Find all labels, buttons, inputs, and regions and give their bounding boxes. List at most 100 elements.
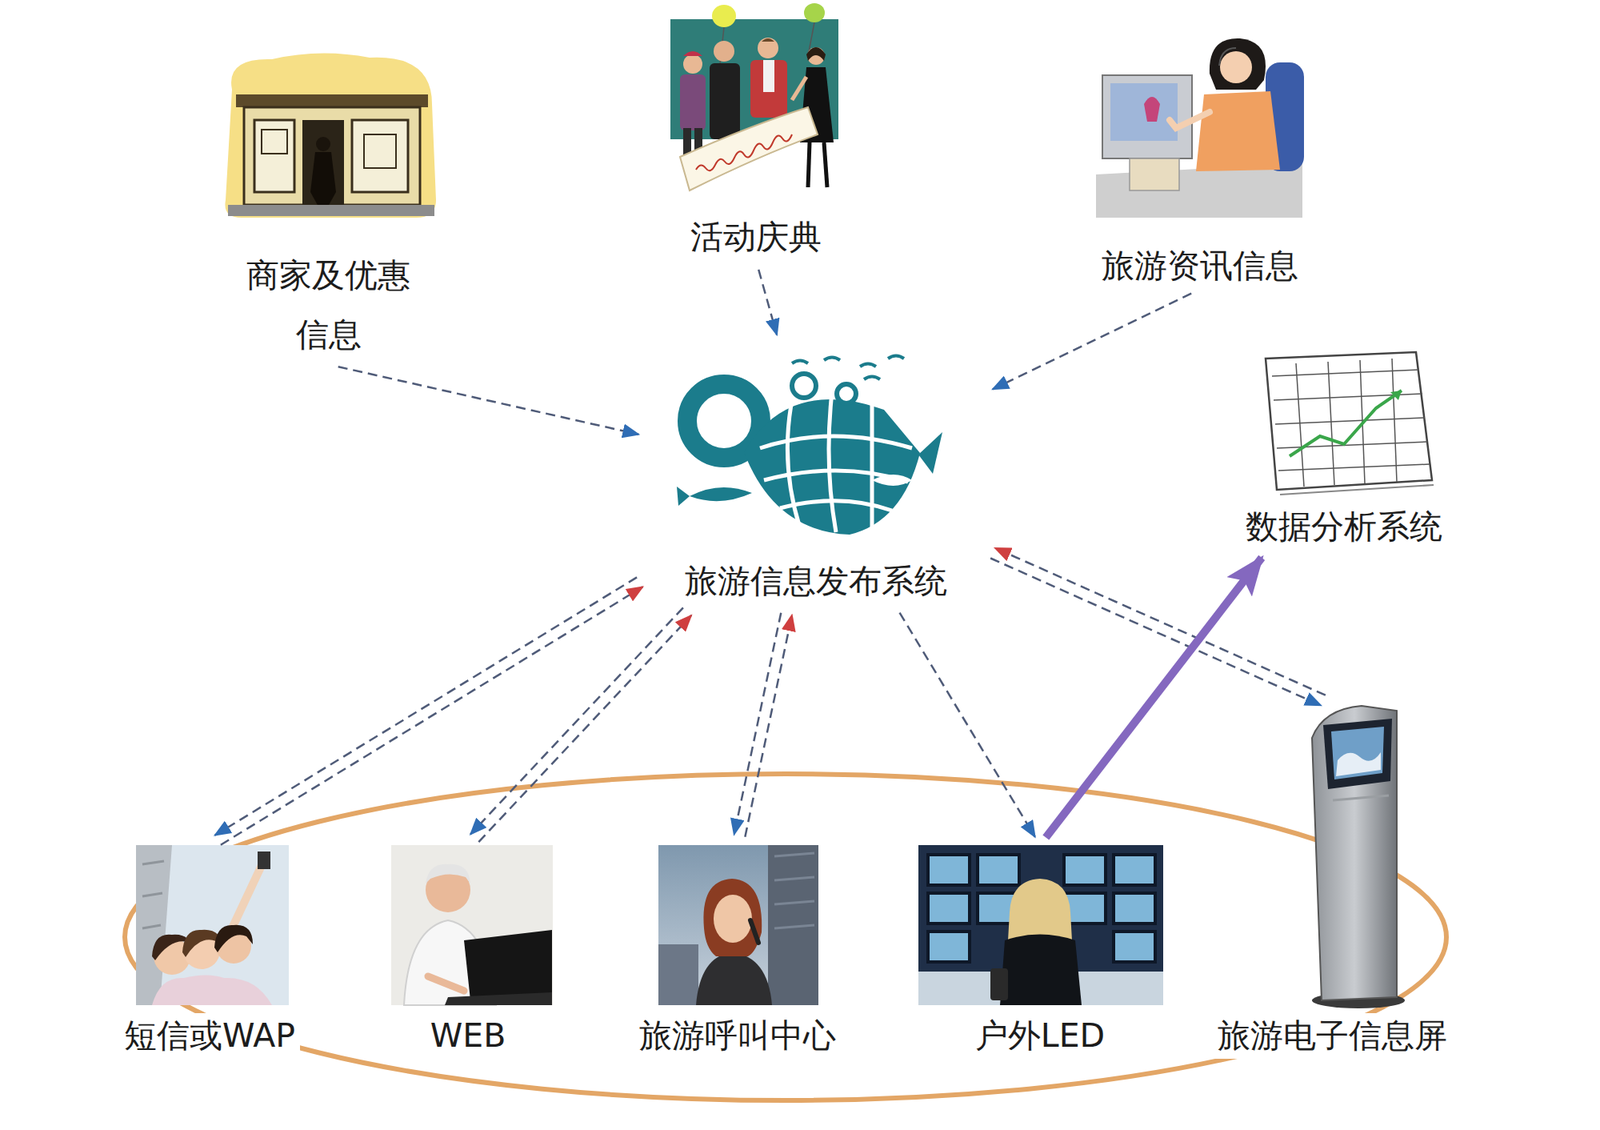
led-screens-part bbox=[1113, 892, 1156, 924]
sms-photo-part bbox=[257, 851, 271, 869]
web-photo bbox=[391, 844, 553, 1005]
kiosk-illustration-part bbox=[1332, 795, 1389, 800]
callcenter-photo-part bbox=[658, 844, 819, 1005]
led-screens-part bbox=[1113, 854, 1156, 885]
receptionist-illustration-part bbox=[1110, 83, 1178, 141]
channel-node: 旅游呼叫中心 bbox=[626, 844, 849, 1059]
receptionist-illustration-part bbox=[1220, 51, 1252, 84]
node-label: 活动庆典 bbox=[685, 214, 827, 260]
celebration-illustration-part bbox=[761, 38, 775, 42]
source-node: 活动庆典 bbox=[652, 4, 860, 260]
icon-space bbox=[380, 844, 556, 1013]
celebration-illustration-part bbox=[683, 54, 703, 74]
receptionist-illustration-part bbox=[1219, 48, 1236, 66]
icon-space bbox=[626, 844, 849, 1013]
dashed-connector bbox=[990, 558, 1321, 706]
celebration-illustration-part bbox=[712, 4, 736, 28]
dashed-connector bbox=[900, 612, 1036, 837]
led-photo bbox=[918, 844, 1164, 1005]
icon-space bbox=[1080, 30, 1320, 244]
receptionist-illustration-part bbox=[1169, 112, 1210, 128]
shop-illustration-part bbox=[228, 204, 435, 216]
channel-node: 短信或WAP bbox=[111, 844, 308, 1059]
sms-photo-part bbox=[136, 844, 172, 1005]
dashed-connector bbox=[744, 615, 792, 837]
system-logo-part bbox=[860, 364, 876, 368]
system-logo-part bbox=[836, 384, 856, 404]
celebration-illustration-part bbox=[806, 47, 826, 61]
chart-illustration bbox=[1265, 352, 1434, 495]
celebration-illustration-part bbox=[757, 37, 779, 59]
sms-photo-part bbox=[152, 975, 272, 1006]
system-logo-part bbox=[918, 432, 943, 474]
celebration-illustration-part bbox=[713, 40, 735, 62]
celebration-illustration-part bbox=[807, 47, 825, 65]
web-photo-part bbox=[444, 992, 552, 1005]
led-photo-part bbox=[1008, 878, 1072, 940]
system-logo-part bbox=[792, 373, 816, 398]
system-logo-part bbox=[828, 392, 836, 532]
callcenter-photo-part bbox=[703, 878, 762, 956]
led-screens-part bbox=[977, 854, 1020, 885]
receptionist-illustration-part bbox=[1209, 38, 1266, 90]
data-flow-arrow bbox=[1045, 557, 1262, 838]
dashed-connector bbox=[995, 548, 1326, 696]
system-logo-part bbox=[870, 404, 875, 528]
channel-node: 户外LED bbox=[912, 844, 1168, 1059]
celebration-illustration-part bbox=[696, 134, 792, 171]
celebration-illustration-part bbox=[750, 60, 788, 118]
dashed-connector bbox=[734, 612, 782, 835]
system-logo-part bbox=[787, 400, 800, 528]
dashed-connector bbox=[215, 576, 638, 835]
chart-illustration-part bbox=[1265, 352, 1432, 490]
node-label: 旅游资讯信息 bbox=[1096, 243, 1304, 289]
node-label: 户外LED bbox=[970, 1012, 1110, 1059]
kiosk-illustration-part bbox=[1323, 718, 1392, 789]
icon-space bbox=[648, 344, 984, 559]
led-screens-part bbox=[928, 931, 970, 962]
shop-illustration-part bbox=[352, 120, 408, 192]
channel-node: 旅游电子信息屏 bbox=[1204, 704, 1460, 1059]
dashed-connector bbox=[478, 615, 692, 842]
dashed-connector bbox=[470, 607, 684, 834]
dashed-connector bbox=[758, 269, 777, 336]
node-label: 旅游呼叫中心 bbox=[634, 1012, 841, 1059]
led-screens-part bbox=[928, 854, 970, 885]
receptionist-illustration bbox=[1096, 38, 1304, 218]
system-logo-part bbox=[824, 357, 840, 361]
system-logo bbox=[676, 356, 943, 536]
chart-illustration-part bbox=[1280, 484, 1434, 495]
callcenter-photo-part bbox=[658, 944, 699, 1005]
receptionist-illustration-part bbox=[1096, 163, 1303, 218]
kiosk-illustration-part bbox=[1336, 752, 1381, 776]
receptionist-illustration-part bbox=[1144, 96, 1160, 122]
web-photo-part bbox=[428, 976, 464, 991]
celebration-illustration-part bbox=[792, 76, 807, 100]
chart-illustration-part bbox=[1390, 390, 1402, 400]
shop-illustration-part bbox=[224, 52, 436, 218]
callcenter-photo-part bbox=[750, 920, 759, 943]
celebration-illustration-part bbox=[804, 3, 825, 23]
celebration-illustration-part bbox=[824, 142, 828, 188]
callcenter-photo-part bbox=[768, 844, 819, 1005]
callcenter-photo bbox=[658, 844, 819, 1005]
celebration-illustration-part bbox=[683, 51, 703, 56]
hub-node: 旅游信息发布系统 bbox=[648, 344, 984, 604]
shop-illustration-part bbox=[254, 120, 295, 192]
sms-photo-part bbox=[232, 860, 264, 928]
kiosk-illustration-part bbox=[1331, 726, 1384, 780]
celebration-illustration-part bbox=[680, 74, 706, 131]
callcenter-photo-part bbox=[696, 952, 772, 1005]
system-logo-part bbox=[872, 474, 912, 486]
led-photo-part bbox=[918, 844, 1164, 1005]
web-photo-part bbox=[425, 864, 471, 884]
celebration-illustration-part bbox=[808, 142, 810, 188]
shop-illustration-part bbox=[236, 94, 428, 108]
system-logo-part bbox=[888, 356, 904, 360]
callcenter-photo-part bbox=[774, 852, 815, 928]
source-node: 旅游资讯信息 bbox=[1080, 30, 1320, 289]
celebration-illustration-part bbox=[709, 63, 740, 140]
callcenter-photo-part bbox=[713, 894, 752, 943]
dashed-connector bbox=[220, 586, 644, 844]
